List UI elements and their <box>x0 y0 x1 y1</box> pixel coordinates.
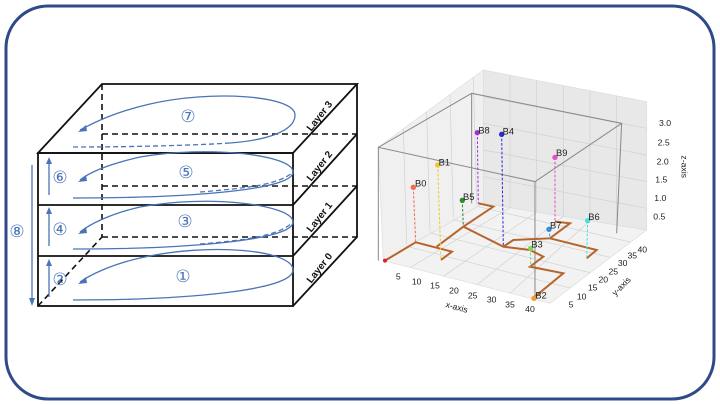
arrowheads <box>29 125 87 306</box>
x-axis-ticks: 5 10 15 20 25 30 35 40 <box>396 271 535 314</box>
point-label: B1 <box>439 157 450 167</box>
y-tick: 15 <box>588 283 598 293</box>
point-label: B3 <box>531 239 542 249</box>
origin-point <box>382 258 387 263</box>
x-tick: 15 <box>430 281 440 291</box>
data-points: B0 B1 B2 B3 B4 B5 B6 B7 B8 B9 <box>410 125 600 301</box>
step-4: ④ <box>52 220 67 239</box>
step-6: ⑥ <box>52 168 67 187</box>
z-axis-label: z-axis <box>680 155 690 178</box>
point-b2: B2 <box>531 290 547 301</box>
z-tick: 1.0 <box>654 193 666 203</box>
step-numbers: ① ② ③ ④ ⑤ ⑥ ⑦ ⑧ <box>9 107 195 289</box>
point-b6: B6 <box>584 212 600 224</box>
bounding-box <box>377 92 623 300</box>
point-b3: B3 <box>527 239 543 251</box>
point-label: B4 <box>503 126 514 136</box>
z-tick: 0.5 <box>653 211 665 221</box>
x-tick: 20 <box>449 285 459 295</box>
y-tick: 30 <box>618 258 628 268</box>
y-tick: 40 <box>637 245 647 255</box>
y-tick: 25 <box>608 266 618 276</box>
point-label: B8 <box>478 125 489 135</box>
z-tick: 3.0 <box>659 118 671 128</box>
step-3: ③ <box>177 212 192 231</box>
step-5: ⑤ <box>178 163 193 182</box>
3d-plot: B0 B1 B2 B3 B4 B5 B6 B7 B8 B9 5 10 15 20… <box>377 69 690 315</box>
point-label: B9 <box>556 148 567 158</box>
point-label: B6 <box>588 212 599 222</box>
point-b7: B7 <box>546 220 561 232</box>
z-tick: 2.5 <box>658 137 670 147</box>
point-b9: B9 <box>552 148 567 160</box>
x-tick: 5 <box>396 271 401 281</box>
y-tick: 10 <box>577 291 587 301</box>
y-tick: 35 <box>627 250 637 260</box>
point-label: B5 <box>463 192 474 202</box>
z-tick: 2.0 <box>657 156 669 166</box>
spiral-path <box>31 95 296 302</box>
y-tick: 5 <box>569 300 574 310</box>
point-label: B7 <box>550 220 561 230</box>
y-tick: 20 <box>598 275 608 285</box>
x-tick: 25 <box>468 290 478 300</box>
y-axis-ticks: 5 10 15 20 25 30 35 40 <box>569 245 648 310</box>
point-label: B0 <box>415 179 426 189</box>
x-tick: 35 <box>505 300 515 310</box>
point-b1: B1 <box>434 157 450 168</box>
drop-lines <box>412 132 589 267</box>
step-2: ② <box>52 270 67 289</box>
z-axis-ticks: 0.5 1.0 1.5 2.0 2.5 3.0 <box>653 118 671 221</box>
plot-panes <box>377 69 648 304</box>
x-tick: 10 <box>412 276 422 286</box>
point-b5: B5 <box>459 192 474 203</box>
step-7: ⑦ <box>180 107 195 126</box>
z-tick: 1.5 <box>655 175 667 185</box>
step-8: ⑧ <box>9 222 24 241</box>
step-1: ① <box>175 267 190 286</box>
x-tick: 40 <box>525 304 535 314</box>
point-b4: B4 <box>498 126 514 137</box>
point-label: B2 <box>535 290 546 300</box>
point-b0: B0 <box>410 179 426 190</box>
point-b8: B8 <box>474 125 490 135</box>
x-tick: 30 <box>487 295 497 305</box>
box-edges <box>35 83 360 307</box>
